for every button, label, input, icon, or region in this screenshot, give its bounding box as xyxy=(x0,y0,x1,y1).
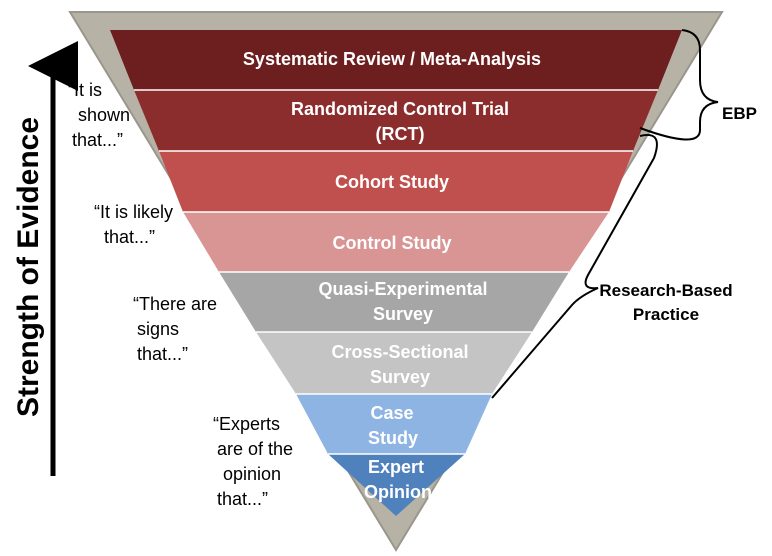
level-band-8 xyxy=(328,454,465,516)
level-band-2 xyxy=(134,90,658,151)
level-8-label-line1: Expert xyxy=(368,457,424,477)
level-band-3 xyxy=(159,151,633,212)
level-3-label: Cohort Study xyxy=(335,172,449,192)
svg-text:“It is: “It is xyxy=(68,80,102,100)
svg-text:that...”: that...” xyxy=(217,489,268,509)
level-6-label-line1: Cross-Sectional xyxy=(331,342,468,362)
band-separators xyxy=(134,89,658,455)
level-1-label: Systematic Review / Meta-Analysis xyxy=(243,49,541,69)
svg-text:opinion: opinion xyxy=(223,464,281,484)
level-5-label-line2: Survey xyxy=(373,304,433,324)
level-band-6 xyxy=(256,332,532,394)
ebp-label: EBP xyxy=(722,104,757,123)
svg-text:“There are: “There are xyxy=(133,294,217,314)
quote-2: “It is likely that...” xyxy=(94,202,173,247)
level-7-label-line1: Case xyxy=(370,403,413,423)
level-band-5 xyxy=(219,272,569,332)
research-label-line2: Practice xyxy=(633,305,699,324)
svg-text:“Experts: “Experts xyxy=(213,414,280,434)
svg-text:shown: shown xyxy=(78,105,130,125)
ebp-bracket xyxy=(639,29,719,141)
svg-text:that...”: that...” xyxy=(137,344,188,364)
level-band-1 xyxy=(110,30,682,90)
quote-4: “Experts are of the opinion that...” xyxy=(213,414,293,509)
research-label-line1: Research-Based xyxy=(599,281,732,300)
svg-text:“It is likely: “It is likely xyxy=(94,202,173,222)
svg-text:that...”: that...” xyxy=(72,130,123,150)
svg-text:are of the: are of the xyxy=(217,439,293,459)
svg-text:that...”: that...” xyxy=(104,227,155,247)
level-band-4 xyxy=(183,212,609,272)
research-bracket xyxy=(491,134,658,399)
level-2-label-line2: (RCT) xyxy=(376,124,425,144)
level-8-label-line2: Opinion xyxy=(364,482,432,502)
level-7-label-line2: Study xyxy=(368,428,418,448)
level-6-label-line2: Survey xyxy=(370,367,430,387)
level-band-7 xyxy=(296,394,492,454)
level-5-label-line1: Quasi-Experimental xyxy=(318,279,487,299)
level-4-label: Control Study xyxy=(333,233,452,253)
svg-text:signs: signs xyxy=(137,319,179,339)
quote-1: “It is shown that...” xyxy=(68,80,130,150)
quote-3: “There are signs that...” xyxy=(133,294,217,364)
level-2-label-line1: Randomized Control Trial xyxy=(291,99,509,119)
axis-title: Strength of Evidence xyxy=(12,117,45,417)
